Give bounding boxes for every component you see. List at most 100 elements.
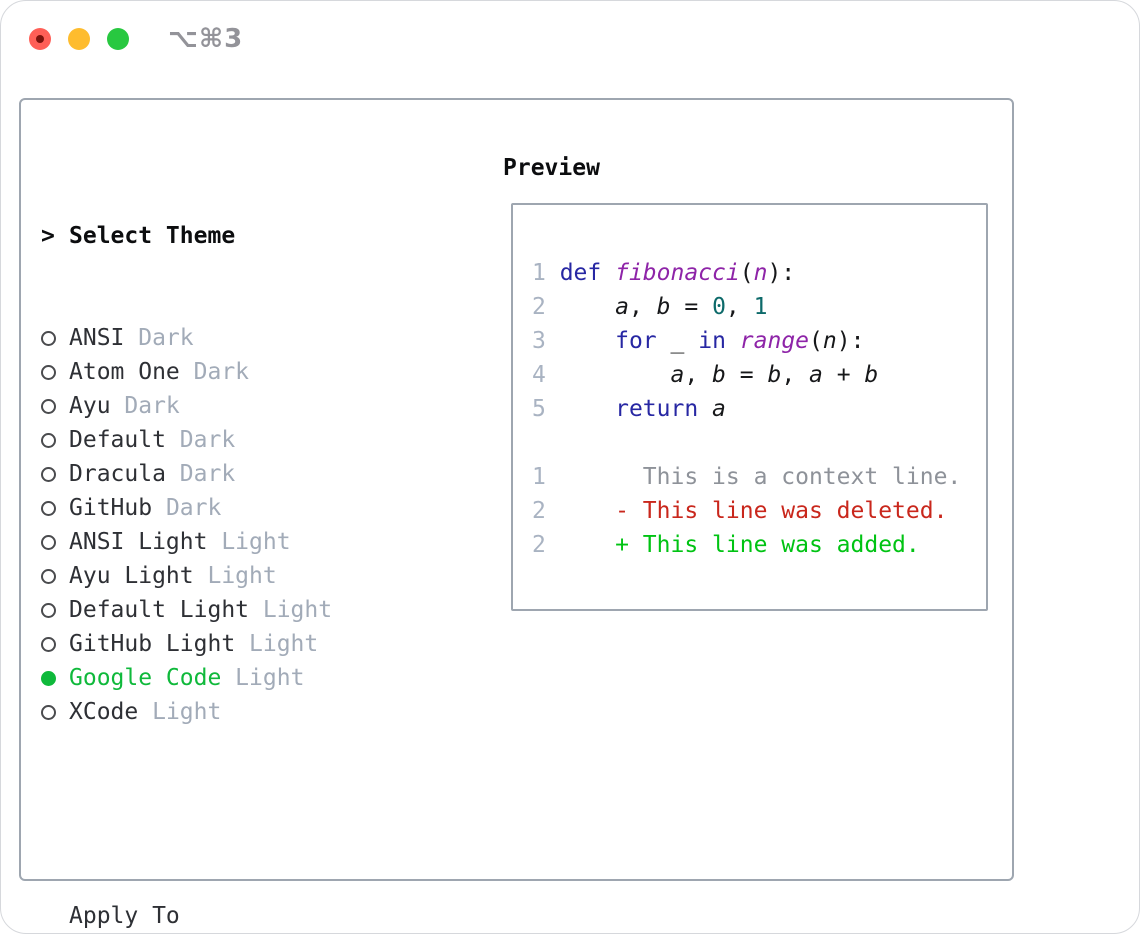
titlebar: ⌥⌘3 [1, 1, 1139, 76]
radio-marker [41, 559, 69, 593]
code-token-plain: , [684, 362, 713, 388]
theme-option[interactable]: Dracula Dark [41, 457, 501, 491]
code-token-plain [657, 328, 671, 354]
radio-unselected-icon [41, 467, 56, 482]
theme-name: Default Light [69, 597, 250, 623]
theme-option[interactable]: ANSI Dark [41, 321, 501, 355]
theme-name: GitHub [69, 495, 153, 521]
code-token-variable: b [767, 362, 782, 388]
radio-unselected-icon [41, 535, 56, 550]
theme-option[interactable]: Default Light Light [41, 593, 501, 627]
theme-variant: Light [221, 665, 305, 691]
theme-name: Atom One [69, 359, 180, 385]
code-token-number: 0 [712, 294, 726, 320]
code-token-context: This is a context line. [559, 464, 962, 490]
code-line: 3 for _ in range(n): [532, 324, 961, 358]
code-line: 1 def fibonacci(n): [532, 256, 961, 290]
theme-option[interactable]: XCode Light [41, 695, 501, 729]
code-token-function: range [739, 328, 810, 354]
theme-variant: Light [138, 699, 222, 725]
close-button[interactable] [29, 28, 51, 50]
code-token-plain: ): [836, 328, 865, 354]
line-number: 2 [532, 498, 560, 524]
code-token-plain: , [781, 362, 810, 388]
theme-variant: Dark [110, 393, 180, 419]
line-number [532, 430, 546, 456]
theme-option[interactable]: Ayu Light Light [41, 559, 501, 593]
theme-variant: Light [235, 631, 319, 657]
code-line: 4 a, b = b, a + b [532, 358, 961, 392]
theme-option[interactable]: Ayu Dark [41, 389, 501, 423]
theme-name: GitHub Light [69, 631, 236, 657]
theme-option[interactable]: Default Dark [41, 423, 501, 457]
theme-name: XCode [69, 699, 139, 725]
code-token-plain [560, 362, 671, 388]
theme-option[interactable]: Google Code Light [41, 661, 501, 695]
code-token-plain: , [628, 294, 657, 320]
code-token-plain: ( [739, 260, 754, 286]
code-line: 2 + This line was added. [532, 528, 961, 562]
zoom-button[interactable] [107, 28, 129, 50]
code-token-plain [560, 294, 615, 320]
code-token-variable: a [809, 362, 823, 388]
code-token-plain: ( [809, 328, 823, 354]
radio-unselected-icon [41, 501, 56, 516]
theme-name: Default [69, 427, 166, 453]
code-token-keyword: def [559, 260, 616, 286]
traffic-lights [29, 28, 129, 50]
radio-marker [41, 389, 69, 423]
code-line: 2 a, b = 0, 1 [532, 290, 961, 324]
theme-variant: Light [193, 563, 277, 589]
radio-unselected-icon [41, 365, 56, 380]
code-token-plain: + [822, 362, 865, 388]
theme-name: Google Code [69, 665, 222, 691]
theme-variant: Dark [165, 461, 236, 487]
code-token-variable: b [656, 294, 671, 320]
code-token-plain: ): [767, 260, 796, 286]
radio-marker [41, 355, 69, 389]
radio-marker [41, 661, 69, 695]
line-number: 1 [532, 260, 560, 286]
select-theme-header: > Select Theme [41, 219, 501, 253]
code-token-variable: n [822, 328, 837, 354]
code-token-plain: , [725, 294, 754, 320]
theme-variant: Dark [165, 427, 236, 453]
code-token-variable: _ [670, 328, 685, 354]
radio-marker [41, 695, 69, 729]
line-number: 3 [532, 328, 560, 354]
code-line: 1 This is a context line. [532, 460, 961, 494]
code-token-keyword: in [698, 328, 726, 354]
theme-option[interactable]: ANSI Light Light [41, 525, 501, 559]
theme-variant: Light [249, 597, 333, 623]
radio-marker [41, 457, 69, 491]
code-token-removed: - This line was deleted. [615, 498, 948, 524]
theme-name: ANSI Light [69, 529, 208, 555]
radio-unselected-icon [41, 433, 56, 448]
code-token-added: + This line was added. [615, 532, 920, 558]
spacer [41, 797, 501, 831]
code-token-variable: b [864, 362, 879, 388]
apply-to-header: Apply To [41, 899, 501, 933]
radio-marker [41, 525, 69, 559]
code-token-plain: = [670, 294, 713, 320]
theme-option[interactable]: GitHub Dark [41, 491, 501, 525]
minimize-button[interactable] [68, 28, 90, 50]
code-token-variable: b [712, 362, 726, 388]
theme-option[interactable]: Atom One Dark [41, 355, 501, 389]
code-token-plain [560, 498, 615, 524]
cursor-marker: > [41, 223, 55, 249]
code-token-variable: a [615, 294, 629, 320]
code-token-variable: a [670, 362, 685, 388]
code-line: 2 - This line was deleted. [532, 494, 961, 528]
code-token-number: 1 [753, 294, 768, 320]
theme-option[interactable]: GitHub Light Light [41, 627, 501, 661]
code-token-plain [560, 532, 615, 558]
radio-marker [41, 491, 69, 525]
radio-marker [41, 593, 69, 627]
select-theme-title: Select Theme [69, 223, 236, 249]
code-line [532, 426, 961, 460]
preview-title: Preview [503, 155, 600, 181]
